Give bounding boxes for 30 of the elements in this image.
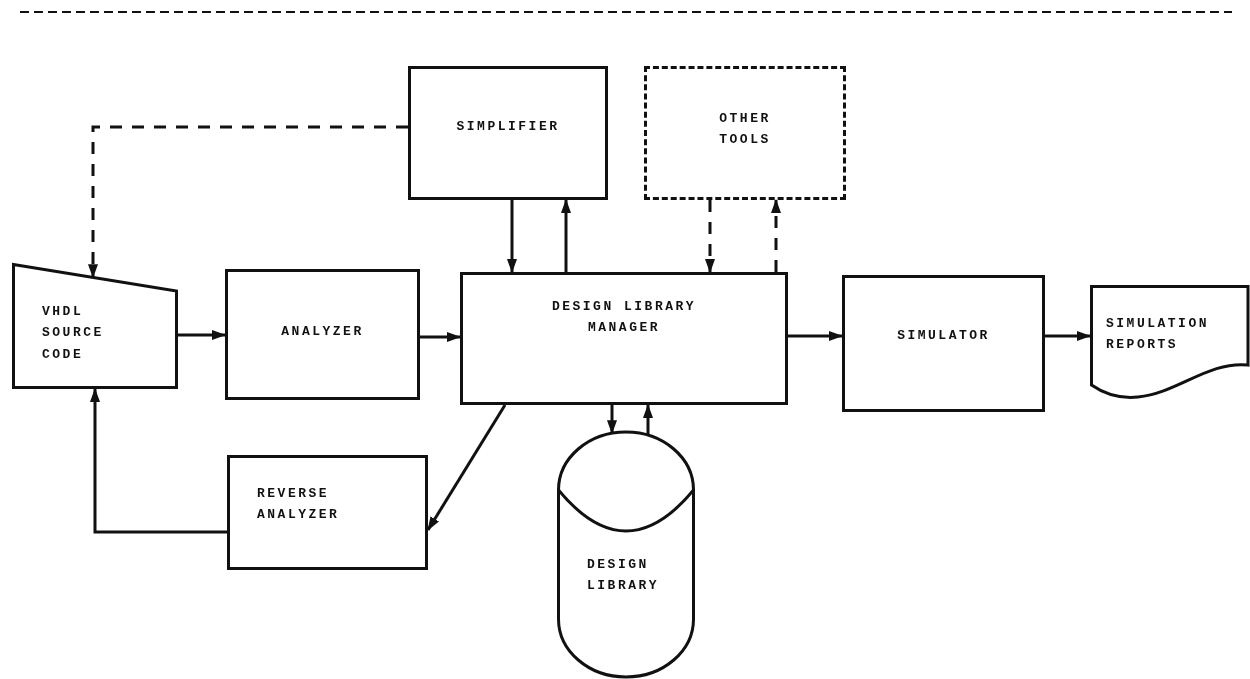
- node-label: VHDL SOURCE CODE: [42, 303, 105, 364]
- process-box: [227, 455, 428, 570]
- node-label: DESIGN LIBRARY: [587, 556, 661, 596]
- process-box: [842, 275, 1045, 412]
- arrow: [788, 331, 843, 341]
- dashed-box: [644, 66, 846, 200]
- process-box: [408, 66, 608, 200]
- node-label: DESIGN LIBRARY MANAGER: [550, 298, 698, 338]
- dashed-arrow: [771, 199, 781, 272]
- dashed-arrow: [705, 200, 715, 273]
- process-box: [225, 269, 420, 400]
- node-label: REVERSE ANALYZER: [257, 485, 341, 525]
- process-box: [460, 272, 788, 405]
- arrow: [607, 405, 617, 435]
- arrow: [561, 199, 571, 272]
- node-label: SIMULATOR: [897, 327, 990, 345]
- dashed-arrow: [88, 125, 408, 279]
- arrow: [1045, 331, 1091, 341]
- arrow: [178, 330, 226, 340]
- node-label: OTHER TOOLS: [718, 110, 772, 150]
- arrow: [426, 404, 507, 531]
- storage-cylinder: [557, 432, 695, 677]
- node-label: SIMULATION REPORTS: [1106, 315, 1210, 355]
- arrow: [420, 332, 461, 342]
- arrow: [90, 388, 227, 534]
- node-label: SIMPLIFIER: [456, 118, 560, 136]
- arrow: [507, 200, 517, 273]
- manual-input-shape: [12, 263, 178, 389]
- node-label: ANALYZER: [281, 323, 364, 341]
- arrow: [643, 404, 653, 435]
